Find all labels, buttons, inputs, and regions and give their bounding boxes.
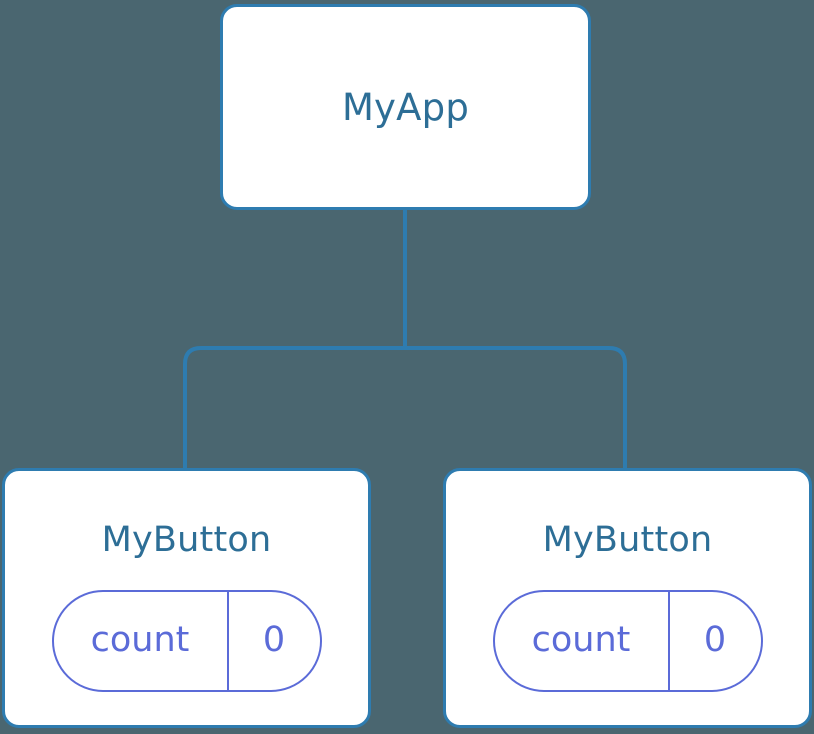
node-card-mybutton-1[interactable]: MyButton count 0 <box>2 468 371 728</box>
node-title: MyButton <box>542 520 713 560</box>
prop-key: count <box>531 619 631 660</box>
prop-value: 0 <box>703 619 727 660</box>
prop-value: 0 <box>262 619 286 660</box>
node-title: MyApp <box>341 85 470 129</box>
node-card-mybutton-2[interactable]: MyButton count 0 <box>443 468 812 728</box>
node-title: MyButton <box>101 520 272 560</box>
prop-divider <box>667 592 670 690</box>
prop-key: count <box>90 619 190 660</box>
prop-pill-count[interactable]: count 0 <box>51 590 322 692</box>
node-card-myapp[interactable]: MyApp <box>220 4 591 210</box>
prop-divider <box>226 592 229 690</box>
connector-branch <box>183 346 627 468</box>
prop-pill-count[interactable]: count 0 <box>492 590 763 692</box>
